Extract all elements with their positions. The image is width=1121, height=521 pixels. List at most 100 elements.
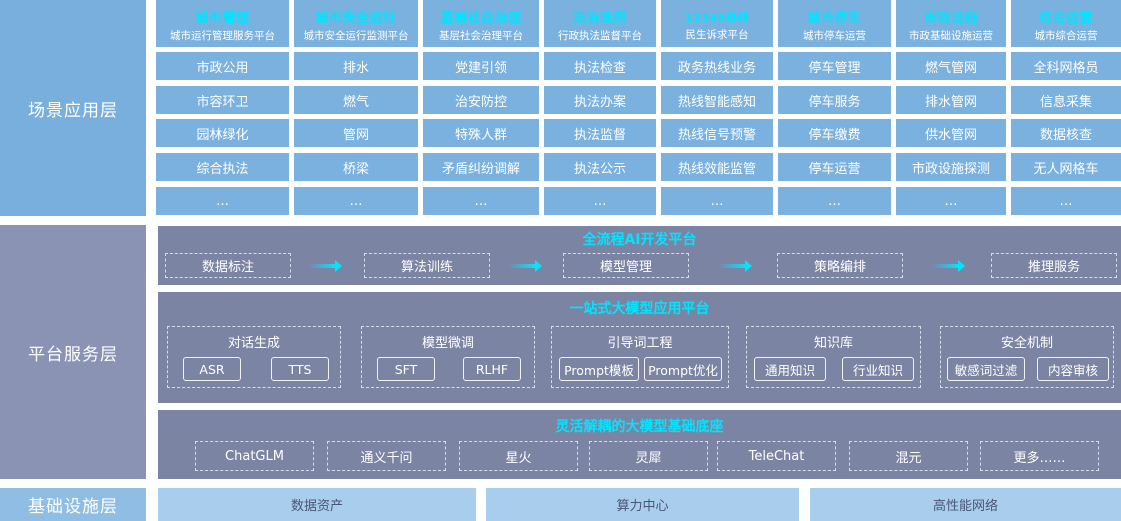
scene-item[interactable]: 燃气管网 (896, 52, 1006, 80)
scene-column-header[interactable]: 基层社会治理 基层社会治理平台 (423, 0, 539, 47)
scene-item[interactable]: 执法检查 (544, 52, 656, 80)
scene-item[interactable]: 热线信号预警 (661, 119, 773, 147)
scene-column: 城市安全运行 城市安全运行监测平台 排水 燃气 管网 桥梁 … (294, 0, 418, 216)
model-option[interactable]: ChatGLM (195, 441, 314, 471)
scene-item[interactable]: 政务热线业务 (661, 52, 773, 80)
scene-item[interactable]: 特殊人群 (423, 119, 539, 147)
scene-item[interactable]: 矛盾纠纷调解 (423, 153, 539, 181)
scene-column-header[interactable]: 法治政府 行政执法监督平台 (544, 0, 656, 47)
scene-item[interactable]: 综合执法 (156, 153, 289, 181)
scene-item-more[interactable]: … (156, 187, 289, 215)
scene-column-title: 综合运营 (1038, 11, 1093, 26)
scene-item[interactable]: 执法监督 (544, 119, 656, 147)
model-option[interactable]: 混元 (849, 441, 968, 471)
scene-column-subtitle: 行政执法监督平台 (558, 30, 642, 42)
scene-column-subtitle: 城市综合运营 (1034, 30, 1098, 42)
scene-item-more[interactable]: … (544, 187, 656, 215)
scene-item-more[interactable]: … (661, 187, 773, 215)
scene-item[interactable]: 数据核查 (1011, 119, 1121, 147)
infra-compute-center[interactable]: 算力中心 (486, 488, 799, 521)
capability-chip[interactable]: 内容审核 (1037, 357, 1109, 381)
capability-group-title: 引导词工程 (607, 336, 673, 351)
scene-item[interactable]: 治安防控 (423, 86, 539, 114)
scene-item[interactable]: 管网 (294, 119, 418, 147)
scene-column-subtitle: 基层社会治理平台 (439, 30, 523, 42)
layer-label-infra: 基础设施层 (0, 488, 146, 521)
scene-application-grid: 城市管理 城市运行管理服务平台 市政公用 市容环卫 园林绿化 综合执法 … 城市… (153, 0, 1121, 216)
scene-column-header[interactable]: 市政设施 市政基础设施运营 (896, 0, 1006, 47)
scene-item[interactable]: 热线智能感知 (661, 86, 773, 114)
scene-item[interactable]: 全科网格员 (1011, 52, 1121, 80)
scene-item[interactable]: 排水管网 (896, 86, 1006, 114)
scene-item[interactable]: 停车服务 (778, 86, 891, 114)
scene-column: 12345热线 民生诉求平台 政务热线业务 热线智能感知 热线信号预警 热线效能… (661, 0, 773, 216)
capability-chip[interactable]: Prompt模板 (559, 357, 639, 381)
scene-item[interactable]: 信息采集 (1011, 86, 1121, 114)
scene-column-title: 城市安全运行 (315, 11, 397, 26)
scene-item-more[interactable]: … (423, 187, 539, 215)
scene-item[interactable]: 园林绿化 (156, 119, 289, 147)
scene-column-title: 城市停车 (807, 11, 862, 26)
capability-group: 引导词工程 Prompt模板 Prompt优化 (551, 326, 729, 388)
scene-item-more[interactable]: … (896, 187, 1006, 215)
scene-item[interactable]: 停车管理 (778, 52, 891, 80)
capability-group: 知识库 通用知识 行业知识 (746, 326, 921, 388)
scene-column: 综合运营 城市综合运营 全科网格员 信息采集 数据核查 无人网格车 … (1011, 0, 1121, 216)
capability-chip[interactable]: Prompt优化 (644, 357, 722, 381)
scene-column-subtitle: 市政基础设施运营 (909, 30, 993, 42)
infra-data-assets[interactable]: 数据资产 (158, 488, 476, 521)
scene-item[interactable]: 市容环卫 (156, 86, 289, 114)
scene-column-header[interactable]: 12345热线 民生诉求平台 (661, 0, 773, 47)
pipeline-step[interactable]: 算法训练 (364, 253, 490, 278)
scene-item[interactable]: 排水 (294, 52, 418, 80)
scene-item[interactable]: 无人网格车 (1011, 153, 1121, 181)
scene-item-more[interactable]: … (778, 187, 891, 215)
scene-item[interactable]: 热线效能监管 (661, 153, 773, 181)
scene-column-header[interactable]: 城市停车 城市停车运营 (778, 0, 891, 47)
scene-item-more[interactable]: … (294, 187, 418, 215)
capability-chip[interactable]: ASR (183, 357, 241, 381)
arrow-right-icon (718, 260, 752, 272)
scene-column-title: 市政设施 (923, 11, 978, 26)
scene-item[interactable]: 燃气 (294, 86, 418, 114)
model-option[interactable]: 通义千问 (327, 441, 446, 471)
model-option[interactable]: 灵犀 (589, 441, 708, 471)
capability-chip[interactable]: 敏感词过滤 (947, 357, 1025, 381)
model-option-more[interactable]: 更多…… (980, 441, 1099, 471)
model-option[interactable]: 星火 (459, 441, 578, 471)
scene-column-subtitle: 城市停车运营 (803, 30, 866, 42)
pipeline-step[interactable]: 数据标注 (165, 253, 291, 278)
arrow-right-icon (308, 260, 342, 272)
capability-group-title: 安全机制 (1000, 336, 1053, 351)
pipeline-step[interactable]: 模型管理 (563, 253, 689, 278)
model-option[interactable]: TeleChat (717, 441, 836, 471)
pipeline-step[interactable]: 推理服务 (991, 253, 1117, 278)
scene-item[interactable]: 停车缴费 (778, 119, 891, 147)
scene-item[interactable]: 停车运营 (778, 153, 891, 181)
scene-column-subtitle: 城市运行管理服务平台 (170, 30, 275, 42)
scene-column-header[interactable]: 城市安全运行 城市安全运行监测平台 (294, 0, 418, 47)
scene-item[interactable]: 执法公示 (544, 153, 656, 181)
arrow-right-icon (508, 260, 542, 272)
scene-column-header[interactable]: 城市管理 城市运行管理服务平台 (156, 0, 289, 47)
capability-chip[interactable]: SFT (377, 357, 435, 381)
scene-item[interactable]: 市政设施探测 (896, 153, 1006, 181)
scene-item[interactable]: 桥梁 (294, 153, 418, 181)
scene-item[interactable]: 执法办案 (544, 86, 656, 114)
capability-chip[interactable]: RLHF (463, 357, 521, 381)
capability-group-title: 对话生成 (227, 336, 280, 351)
scene-column-header[interactable]: 综合运营 城市综合运营 (1011, 0, 1121, 47)
capability-group: 模型微调 SFT RLHF (361, 326, 535, 388)
scene-column-title: 城市管理 (195, 11, 250, 26)
capability-chip[interactable]: 通用知识 (754, 357, 826, 381)
pipeline-step[interactable]: 策略编排 (777, 253, 903, 278)
scene-item[interactable]: 党建引领 (423, 52, 539, 80)
infra-hpc-network[interactable]: 高性能网络 (810, 488, 1121, 521)
layer-label-platform: 平台服务层 (0, 225, 146, 479)
scene-item-more[interactable]: … (1011, 187, 1121, 215)
capability-chip[interactable]: TTS (271, 357, 329, 381)
scene-item[interactable]: 供水管网 (896, 119, 1006, 147)
scene-item[interactable]: 市政公用 (156, 52, 289, 80)
capability-chip[interactable]: 行业知识 (842, 357, 914, 381)
capability-group: 对话生成 ASR TTS (167, 326, 341, 388)
